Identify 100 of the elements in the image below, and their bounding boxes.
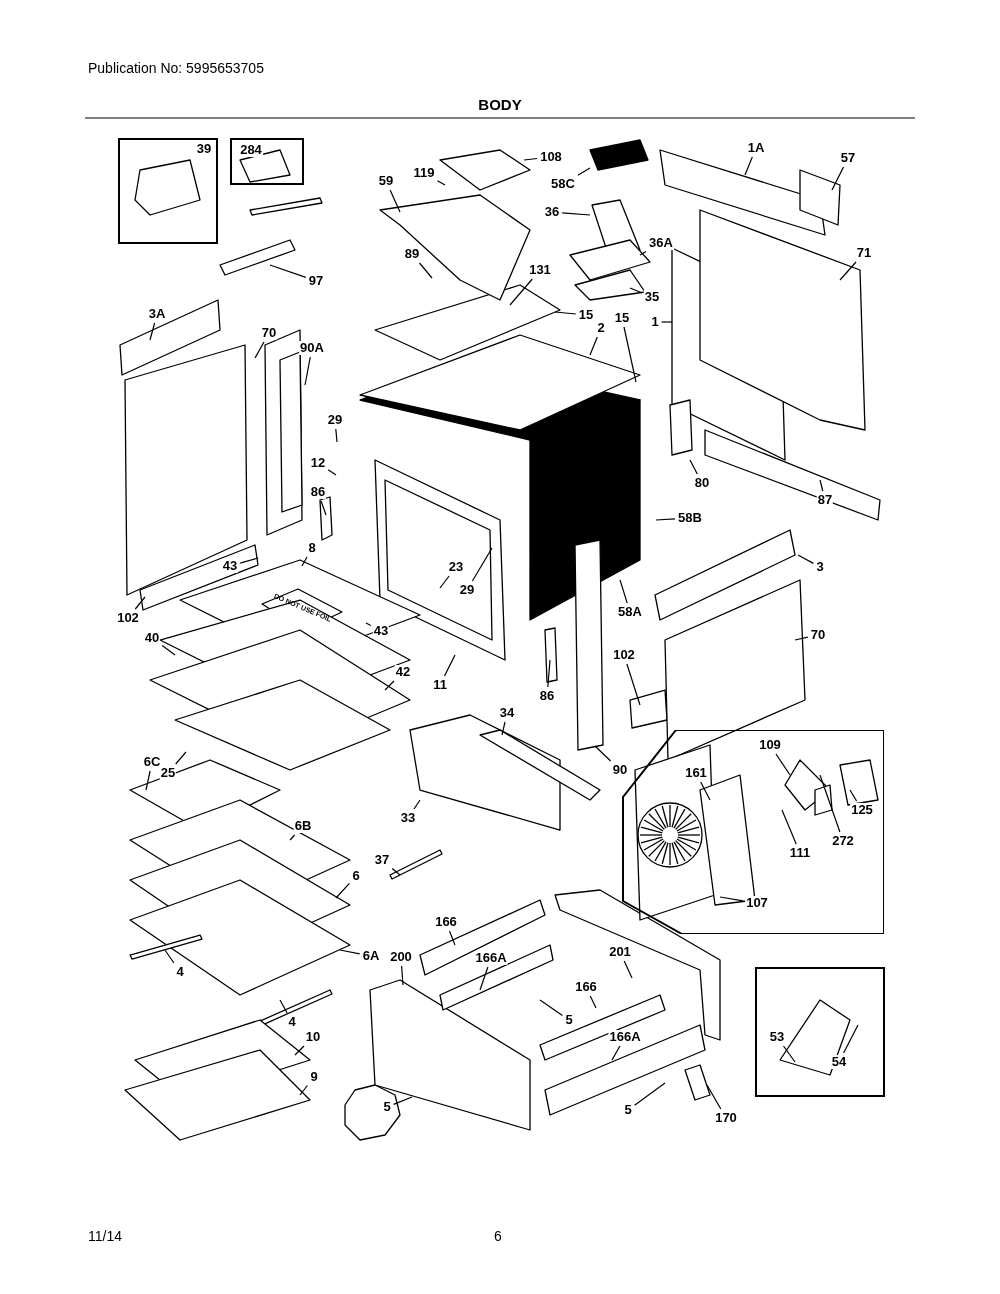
leader-line (781, 809, 797, 845)
callout-number: 58C (550, 177, 576, 191)
callout-number: 39 (195, 142, 213, 156)
callout-number: 8 (307, 541, 317, 555)
leader-line (775, 753, 791, 776)
callout-number: 3A (147, 307, 167, 321)
leader-line (719, 896, 744, 902)
date-text: 11/14 (88, 1228, 122, 1244)
callout-number: 119 (412, 166, 436, 180)
leader-line (384, 680, 395, 691)
leader-line (413, 799, 421, 810)
leader-line (819, 774, 841, 833)
callout-number: 59 (377, 174, 395, 188)
callout-number: 33 (399, 811, 417, 825)
inset-frame (230, 138, 304, 185)
leader-line (744, 156, 753, 176)
callout-number: 11 (432, 678, 448, 692)
callout-number: 102 (612, 648, 636, 662)
page-number: 6 (494, 1228, 502, 1244)
leader-line (134, 596, 146, 610)
callout-number: 97 (307, 274, 325, 288)
callout-number: 166A (474, 951, 508, 965)
callout-number: 161 (684, 766, 708, 780)
callout-number: 6B (293, 819, 313, 833)
leader-line (611, 1045, 621, 1061)
leader-line (539, 999, 563, 1016)
callout-number: 102 (116, 611, 140, 625)
leader-line (782, 1045, 796, 1063)
callout-number: 58A (617, 605, 643, 619)
leader-line (634, 1082, 666, 1106)
callout-number: 29 (326, 413, 344, 427)
callout-number: 125 (850, 803, 874, 817)
leader-line (547, 659, 551, 688)
callout-number: 42 (394, 665, 412, 679)
page-title: BODY (478, 96, 522, 113)
callout-number: 90 (611, 763, 629, 777)
leader-line (831, 166, 845, 191)
callout-number: 36 (543, 205, 561, 219)
leader-line (301, 556, 308, 567)
callout-number: 3 (815, 560, 825, 574)
leader-line (839, 261, 857, 281)
leader-line (577, 167, 591, 176)
leader-line (623, 326, 637, 383)
callout-number: 6 (351, 869, 361, 883)
callout-number: 40 (143, 631, 161, 645)
leader-line (436, 180, 446, 186)
leader-line (239, 557, 259, 564)
leader-line (299, 1084, 308, 1096)
leader-line (320, 500, 327, 516)
callout-number: 86 (309, 485, 327, 499)
callout-number: 272 (831, 834, 855, 848)
callout-number: 166 (574, 980, 598, 994)
leader-line (819, 479, 824, 492)
callout-number: 4 (287, 1015, 297, 1029)
callout-number: 166A (608, 1030, 642, 1044)
callout-number: 29 (458, 583, 476, 597)
leader-line (443, 654, 456, 677)
callout-number: 90A (299, 341, 325, 355)
callout-number: 12 (309, 456, 327, 470)
callout-number: 170 (714, 1111, 738, 1125)
leader-line (689, 459, 698, 475)
leader-line (561, 212, 591, 216)
callout-number: 87 (816, 493, 834, 507)
callout-number: 86 (538, 689, 556, 703)
leader-line (254, 341, 265, 359)
leader-line (797, 554, 814, 564)
leader-line (655, 518, 676, 521)
callout-number: 9 (309, 1070, 319, 1084)
callout-number: 166 (434, 915, 458, 929)
callout-number: 80 (693, 476, 711, 490)
callout-number: 70 (260, 326, 278, 340)
callout-number: 108 (539, 150, 563, 164)
leader-line (389, 189, 401, 213)
callout-number: 5 (564, 1013, 574, 1027)
callout-number: 37 (373, 853, 391, 867)
leader-line (619, 579, 628, 604)
leader-line (391, 867, 401, 876)
callout-number: 35 (643, 290, 661, 304)
leader-line (589, 336, 598, 356)
leader-line (479, 966, 489, 991)
callout-number: 6C (142, 755, 162, 769)
leader-line (589, 995, 597, 1009)
callout-number: 43 (221, 559, 239, 573)
leader-line (794, 636, 809, 641)
leader-line (269, 264, 307, 278)
callout-number: 5 (382, 1100, 392, 1114)
leader-line (471, 547, 493, 582)
callout-number: 58B (677, 511, 703, 525)
publication-number: Publication No: 5995653705 (88, 60, 264, 76)
callout-number: 53 (768, 1030, 786, 1044)
leader-line (294, 1045, 305, 1056)
callout-number: 5 (623, 1103, 633, 1117)
callout-number: 1 (650, 315, 660, 329)
callout-number: 111 (788, 846, 812, 860)
callout-number: 2 (596, 321, 606, 335)
inset-frame (755, 967, 885, 1097)
callout-number: 201 (608, 945, 632, 959)
leader-line (418, 262, 433, 279)
callout-number: 34 (498, 706, 516, 720)
callout-number: 25 (159, 766, 177, 780)
